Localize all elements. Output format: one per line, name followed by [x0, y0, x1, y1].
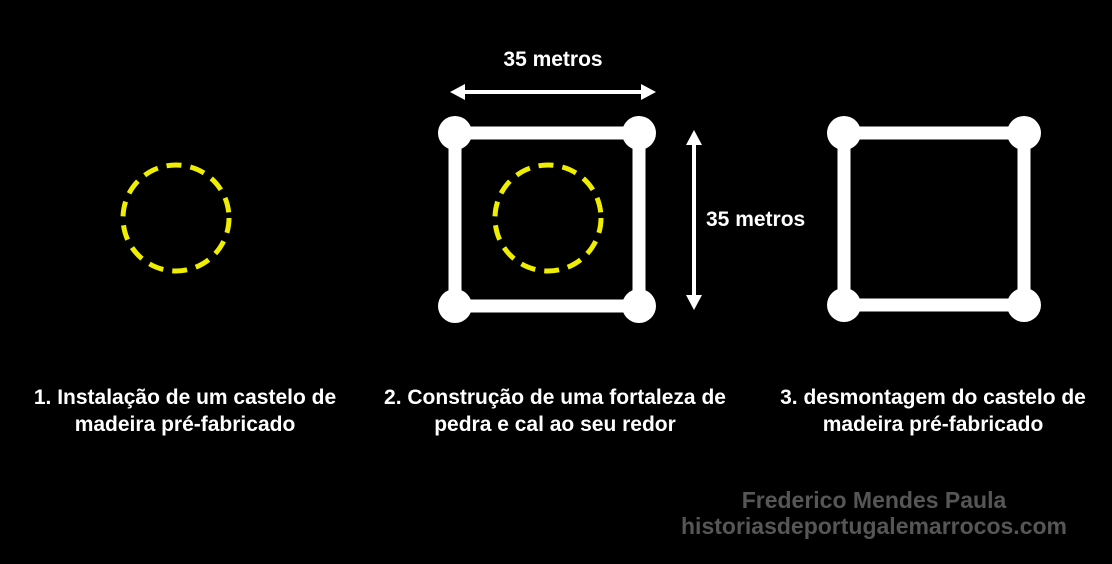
- corner-tower-bottom-right: [1007, 288, 1041, 322]
- width-dimension-arrow: [450, 84, 656, 100]
- corner-tower-top-right: [622, 116, 656, 150]
- step1-caption-line1: 1. Instalação de um castelo de: [33, 386, 337, 409]
- inner-dashed-circle: [492, 162, 604, 274]
- step2-caption-line1: 2. Construção de uma fortaleza de: [384, 386, 726, 409]
- step1-caption-line2: madeira pré-fabricado: [74, 413, 296, 436]
- arrow-head-left: [450, 84, 465, 100]
- fortress-square-after-removal: [827, 116, 1041, 322]
- step3-caption: 3. desmontagem do castelo de madeira pré…: [748, 384, 1112, 438]
- height-dimension-label: 35 metros: [706, 208, 806, 231]
- arrow-head-bottom: [686, 295, 702, 310]
- dashed-circle-outline: [120, 162, 232, 274]
- arrow-head-top: [686, 130, 702, 145]
- fortress-wall: [837, 126, 1031, 312]
- height-dimension-arrow: [686, 130, 702, 310]
- fortress-wall: [448, 126, 646, 313]
- step2-caption-line2: pedra e cal ao seu redor: [434, 413, 676, 436]
- corner-tower-bottom-left: [438, 289, 472, 323]
- corner-tower-top-left: [438, 116, 472, 150]
- corner-tower-bottom-left: [827, 288, 861, 322]
- corner-tower-top-left: [827, 116, 861, 150]
- watermark-site: historiasdeportugalemarrocos.com: [681, 513, 1067, 539]
- corner-tower-bottom-right: [622, 289, 656, 323]
- step3-caption-line1: 3. desmontagem do castelo de: [780, 386, 1086, 409]
- step2-caption: 2. Construção de uma fortaleza de pedra …: [370, 384, 740, 438]
- width-dimension-label: 35 metros: [503, 48, 603, 71]
- stone-fortress-square-with-castle: [438, 116, 656, 323]
- corner-tower-top-right: [1007, 116, 1041, 150]
- watermark: Frederico Mendes Paula historiasdeportug…: [624, 487, 1112, 539]
- step1-caption: 1. Instalação de um castelo de madeira p…: [0, 384, 370, 438]
- arrow-head-right: [641, 84, 656, 100]
- step3-caption-line2: madeira pré-fabricado: [822, 413, 1044, 436]
- watermark-author: Frederico Mendes Paula: [741, 487, 1007, 513]
- wooden-castle-dashed-circle: [120, 162, 232, 274]
